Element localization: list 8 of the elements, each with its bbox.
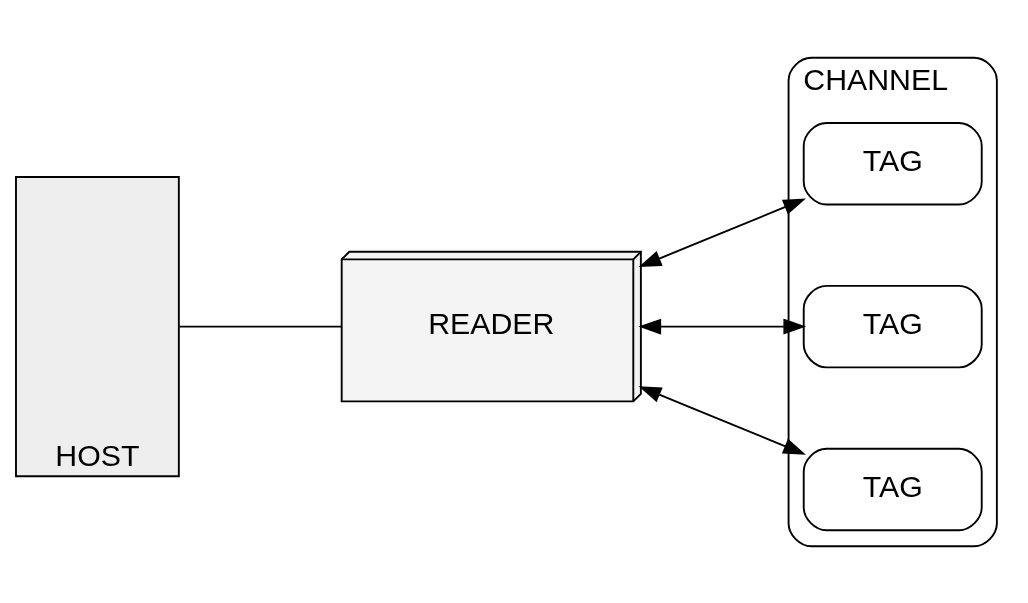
connector [178, 325, 342, 328]
arrow [638, 198, 806, 267]
node-box: TAG [802, 447, 983, 531]
node-box: TAG [802, 121, 983, 205]
node-box: HOST [15, 175, 180, 477]
arrow [638, 385, 806, 455]
node-box: TAG [802, 284, 983, 368]
arrow [638, 318, 807, 335]
